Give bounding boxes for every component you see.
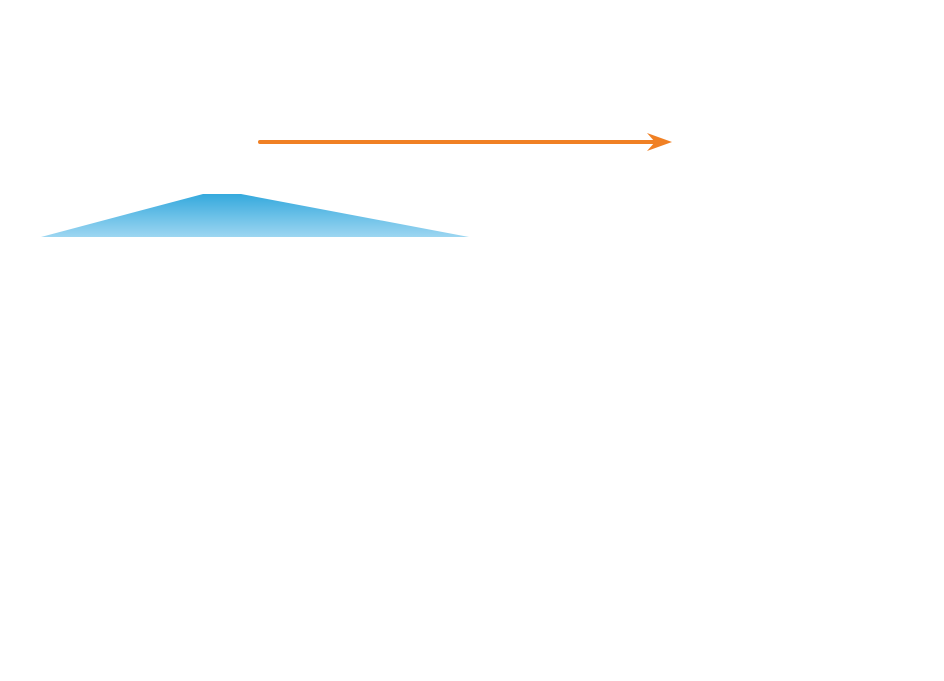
blue-trapezoid-shape (41, 194, 469, 237)
arrow-head-icon (647, 133, 672, 151)
right-arrow (258, 133, 672, 151)
